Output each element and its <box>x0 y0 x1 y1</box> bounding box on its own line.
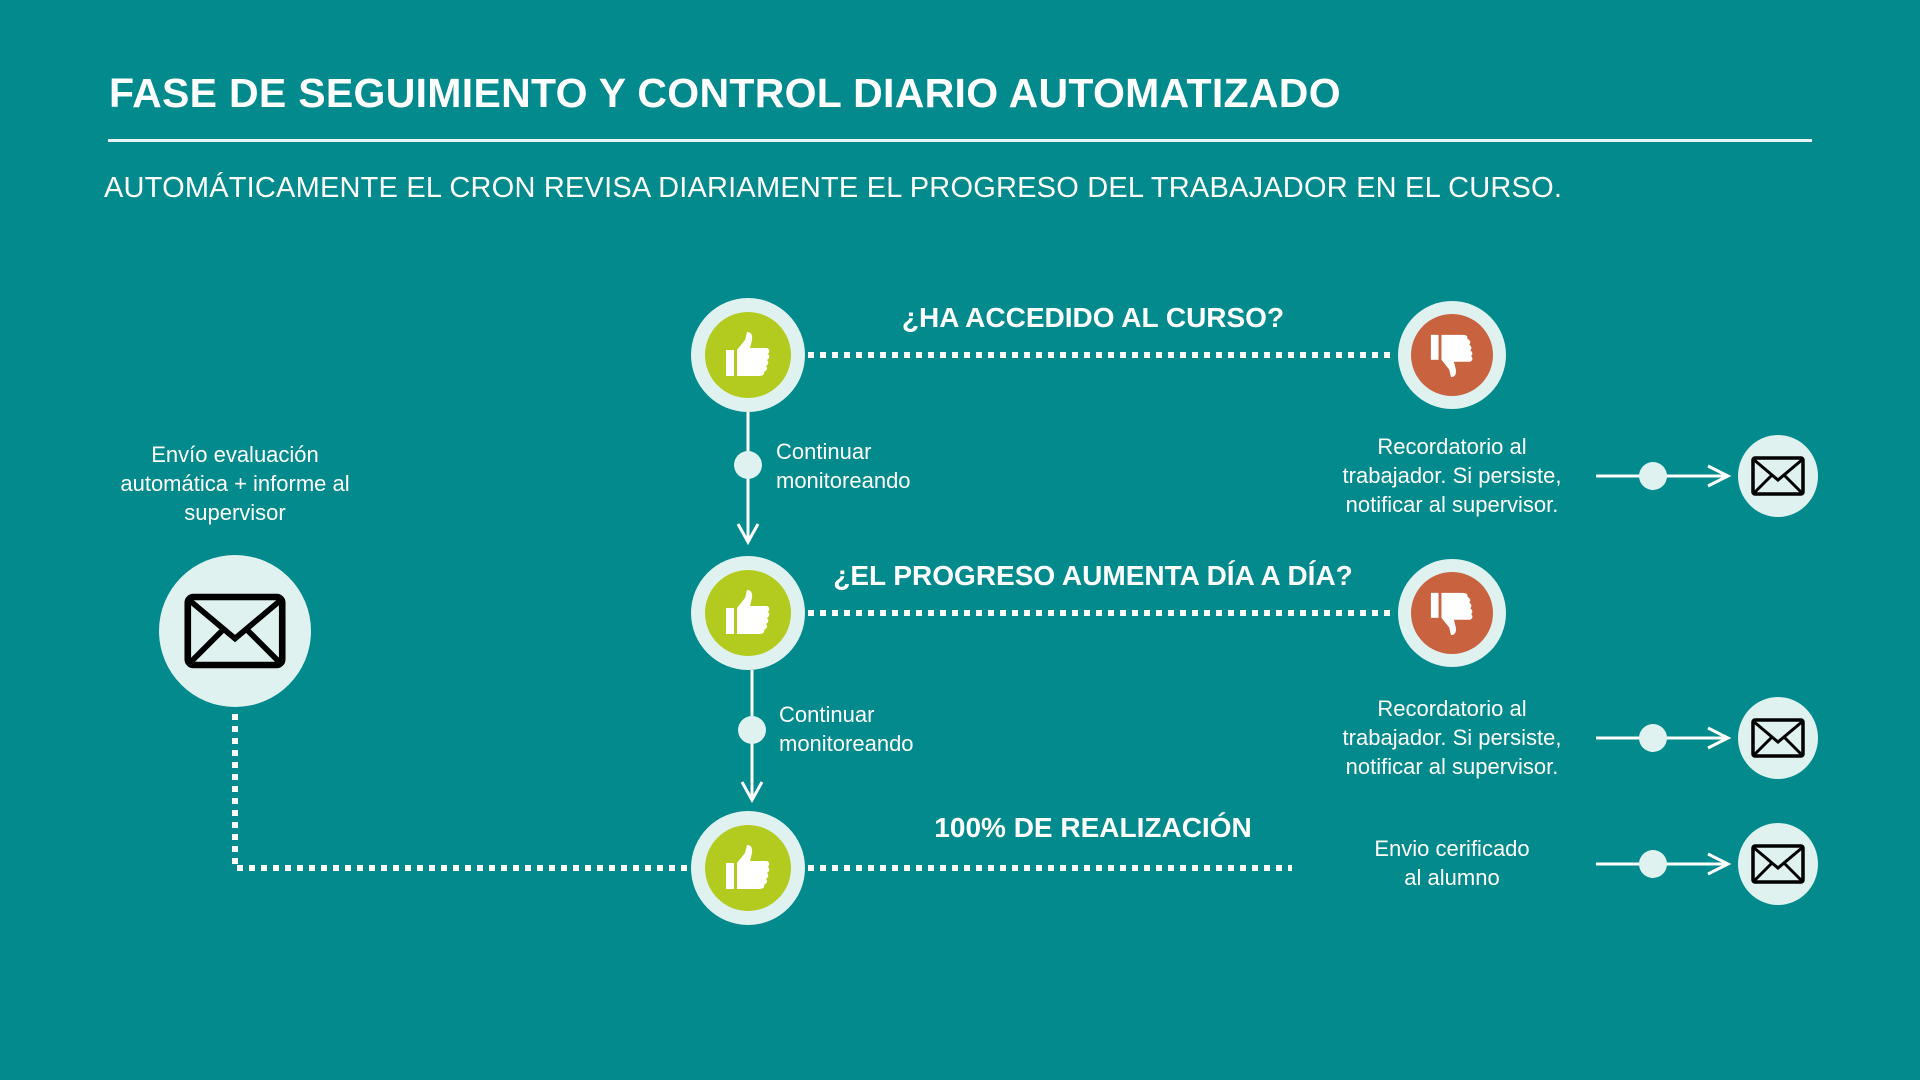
evaluation-envelope-node <box>159 555 311 707</box>
yes-node-2 <box>691 556 805 670</box>
continue-line: monitoreando <box>776 468 911 493</box>
note-line: notificar al supervisor. <box>1345 492 1559 517</box>
note-line: Envio cerificado <box>1374 836 1530 861</box>
continue-label-2: Continuar monitoreando <box>779 700 914 758</box>
no-node-2 <box>1398 559 1506 667</box>
envelope-node-1 <box>1738 435 1818 517</box>
connector-dot <box>1639 724 1667 752</box>
continue-label-1: Continuar monitoreando <box>776 437 911 495</box>
dotted-connector-left <box>232 714 690 871</box>
note-line: Envío evaluación <box>151 442 319 467</box>
question-3: 100% DE REALIZACIÓN <box>934 812 1252 843</box>
yes-node-3 <box>691 811 805 925</box>
envelope-icon <box>1751 718 1805 758</box>
note-line: al alumno <box>1404 865 1500 890</box>
no-node-1 <box>1398 301 1506 409</box>
note-line: automática + informe al <box>120 471 350 496</box>
thumbs-up-icon <box>705 312 791 398</box>
evaluation-note: Envío evaluación automática + informe al… <box>120 440 349 527</box>
thumbs-up-icon <box>705 570 791 656</box>
question-2: ¿EL PROGRESO AUMENTA DÍA A DÍA? <box>833 560 1353 591</box>
thumbs-up-icon <box>705 825 791 911</box>
yes-node-1 <box>691 298 805 412</box>
connector-dot <box>734 451 762 479</box>
note-line: Recordatorio al <box>1377 434 1527 459</box>
connector-dot <box>1639 462 1667 490</box>
note-line: trabajador. Si persiste, <box>1342 463 1562 488</box>
note-line: supervisor <box>184 500 286 525</box>
page-title: FASE DE SEGUIMIENTO Y CONTROL DIARIO AUT… <box>109 70 1341 116</box>
note-line: notificar al supervisor. <box>1345 754 1559 779</box>
continue-line: Continuar <box>779 702 875 727</box>
envelope-node-3 <box>1738 823 1818 905</box>
envelope-icon <box>1751 456 1805 496</box>
thumbs-down-icon <box>1411 314 1493 396</box>
envelope-node-2 <box>1738 697 1818 779</box>
note-line: trabajador. Si persiste, <box>1342 725 1562 750</box>
continue-line: monitoreando <box>779 731 914 756</box>
question-1: ¿HA ACCEDIDO AL CURSO? <box>901 302 1285 333</box>
continue-line: Continuar <box>776 439 872 464</box>
envelope-icon <box>1751 844 1805 884</box>
title-divider <box>108 139 1812 142</box>
note-line: Recordatorio al <box>1377 696 1527 721</box>
thumbs-down-icon <box>1411 572 1493 654</box>
reminder-note-1: Recordatorio al trabajador. Si persiste,… <box>1343 432 1562 519</box>
envelope-icon <box>184 593 286 669</box>
page-subtitle: AUTOMÁTICAMENTE EL CRON REVISA DIARIAMEN… <box>104 172 1563 204</box>
certificate-note: Envio cerificado al alumno <box>1374 834 1529 892</box>
connector-dot <box>738 716 766 744</box>
reminder-note-2: Recordatorio al trabajador. Si persiste,… <box>1343 694 1562 781</box>
connector-dot <box>1639 850 1667 878</box>
